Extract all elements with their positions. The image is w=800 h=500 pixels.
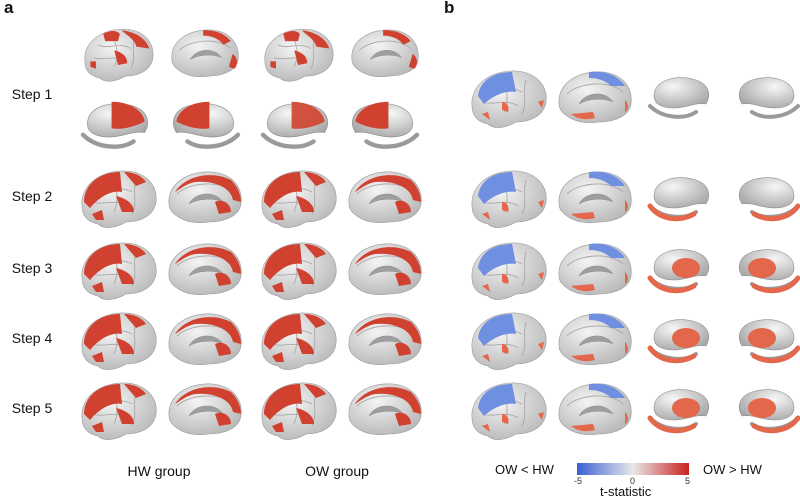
colorbar xyxy=(577,463,689,475)
colorbar-tick-max: 5 xyxy=(685,476,691,486)
group-label-ow: OW group xyxy=(305,463,369,479)
panel-a-rows-2-5 xyxy=(82,171,421,440)
colorbar-right-label: OW > HW xyxy=(703,462,762,477)
step-label-3: Step 3 xyxy=(11,260,53,276)
step-label-1: Step 1 xyxy=(11,86,53,102)
step-label-2: Step 2 xyxy=(11,188,53,204)
panel-label-b: b xyxy=(444,0,455,17)
group-label-hw: HW group xyxy=(127,463,191,479)
panel-a-row-1 xyxy=(83,29,418,147)
colorbar-title: t-statistic xyxy=(600,484,652,499)
step-label-4: Step 4 xyxy=(11,330,53,346)
colorbar-tick-min: -5 xyxy=(574,476,583,486)
colorbar-left-label: OW < HW xyxy=(495,462,554,477)
step-label-5: Step 5 xyxy=(11,400,53,416)
panel-label-a: a xyxy=(4,0,14,17)
colorbar-tick-zero: 0 xyxy=(630,476,636,486)
panel-b-brains xyxy=(472,71,798,440)
